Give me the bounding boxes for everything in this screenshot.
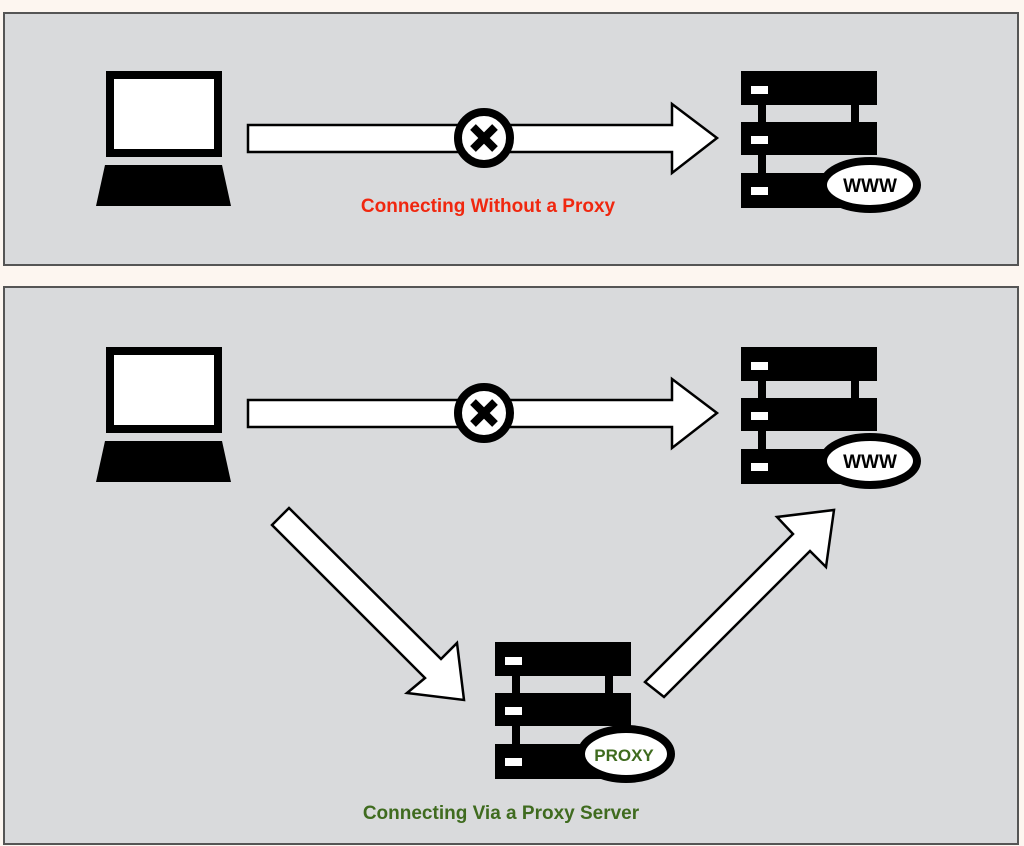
www-badge [819, 433, 921, 489]
www-badge-label: WWW [843, 452, 897, 473]
laptop-icon [96, 71, 231, 206]
proxy-badge [577, 725, 675, 783]
proxy-badge-label: PROXY [594, 746, 654, 765]
www-badge-label: WWW [843, 176, 897, 197]
blocked-x-icon [458, 387, 510, 439]
client-to-proxy-arrow [270, 506, 466, 702]
blocked-x-icon [458, 112, 510, 164]
caption-without-proxy: Connecting Without a Proxy [361, 196, 616, 217]
proxy-server: PROXY [495, 642, 675, 783]
caption-via-proxy: Connecting Via a Proxy Server [363, 803, 640, 824]
www-badge [819, 157, 921, 213]
laptop-icon [96, 347, 231, 482]
panel-without-proxy: WWW Connecting Without a Proxy [3, 12, 1019, 266]
web-server: WWW [741, 347, 921, 489]
panel-via-proxy: WWW PROXY Connecting Via a Proxy Server [3, 286, 1019, 845]
web-server: WWW [741, 71, 921, 213]
proxy-to-server-arrow [643, 508, 836, 699]
